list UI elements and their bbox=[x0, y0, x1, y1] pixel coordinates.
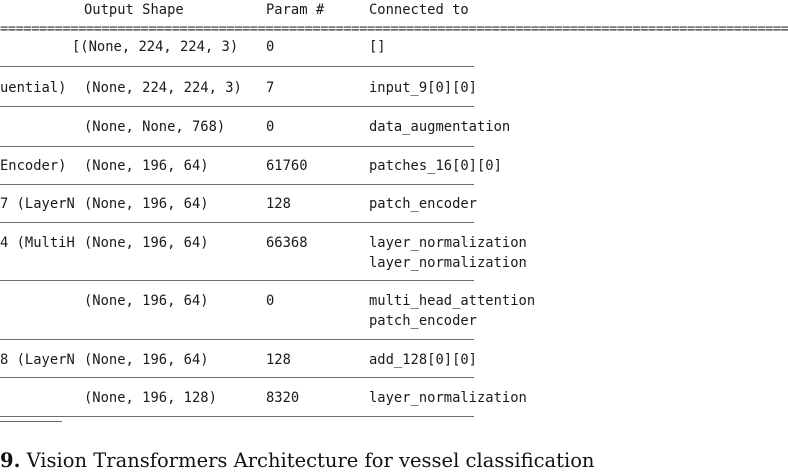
figure-caption: 9. Vision Transformers Architecture for … bbox=[0, 448, 595, 474]
row-output-shape: (None, 196, 64) bbox=[84, 196, 209, 212]
figure-caption-text: Vision Transformers Architecture for ves… bbox=[26, 449, 595, 472]
row-separator bbox=[0, 146, 474, 147]
row-separator bbox=[0, 106, 474, 107]
row-separator bbox=[0, 416, 474, 417]
row-connected: layer_normalization bbox=[369, 390, 527, 406]
row-params: 128 bbox=[266, 196, 291, 212]
row-connected: layer_normalization bbox=[369, 235, 527, 251]
row-layer: uential) bbox=[0, 80, 67, 96]
row-connected: data_augmentation bbox=[369, 119, 511, 135]
row-params: 128 bbox=[266, 352, 291, 368]
row-output-shape: (None, 196, 128) bbox=[84, 390, 217, 406]
row-output-shape: (None, 224, 224, 3) bbox=[84, 80, 242, 96]
row-separator bbox=[0, 339, 474, 340]
row-output-shape: (None, 196, 64) bbox=[84, 352, 209, 368]
header-param: Param # bbox=[266, 2, 325, 18]
row-connected-second: patch_encoder bbox=[369, 313, 477, 329]
row-connected: input_9[0][0] bbox=[369, 80, 477, 96]
figure-number: 9. bbox=[0, 449, 21, 472]
row-output-shape: (None, None, 768) bbox=[84, 119, 226, 135]
row-params: 0 bbox=[266, 293, 275, 309]
row-layer: 7 (LayerN bbox=[0, 196, 75, 212]
row-separator bbox=[0, 66, 474, 67]
row-output-shape: (None, 196, 64) bbox=[84, 158, 209, 174]
row-layer: Encoder) bbox=[0, 158, 67, 174]
header-output-shape: Output Shape bbox=[84, 2, 184, 18]
row-params: 0 bbox=[266, 39, 275, 55]
row-connected: patch_encoder bbox=[369, 196, 477, 212]
row-params: 8320 bbox=[266, 390, 300, 406]
row-connected: add_128[0][0] bbox=[369, 352, 477, 368]
row-layer: 8 (LayerN bbox=[0, 352, 75, 368]
row-params: 0 bbox=[266, 119, 275, 135]
header-connected-to: Connected to bbox=[369, 2, 469, 18]
row-output-shape: (None, 196, 64) bbox=[84, 293, 209, 309]
row-separator-partial bbox=[0, 421, 62, 422]
row-connected: [] bbox=[369, 39, 386, 55]
row-connected: multi_head_attention bbox=[369, 293, 536, 309]
row-params: 66368 bbox=[266, 235, 308, 251]
row-connected-second: layer_normalization bbox=[369, 255, 527, 271]
row-separator bbox=[0, 377, 474, 378]
row-params: 7 bbox=[266, 80, 275, 96]
row-output-shape: [(None, 224, 224, 3) bbox=[72, 39, 239, 55]
row-params: 61760 bbox=[266, 158, 308, 174]
row-layer: 4 (MultiH bbox=[0, 235, 75, 251]
row-output-shape: (None, 196, 64) bbox=[84, 235, 209, 251]
double-rule: ========================================… bbox=[0, 21, 788, 37]
row-connected: patches_16[0][0] bbox=[369, 158, 502, 174]
row-separator bbox=[0, 222, 474, 223]
row-separator bbox=[0, 184, 474, 185]
row-separator bbox=[0, 280, 474, 281]
